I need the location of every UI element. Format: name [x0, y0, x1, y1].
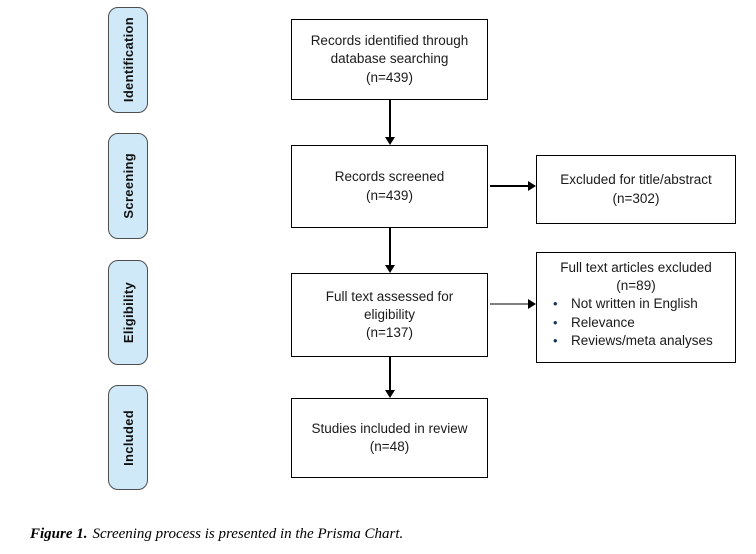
arrow-screened-to-excluded	[490, 185, 529, 187]
excluded-title-abstract-box: Excluded for title/abstract (n=302)	[536, 155, 736, 224]
arrowhead-down-icon	[385, 390, 395, 398]
bullet-icon: •	[553, 314, 558, 330]
arrow-fulltext-to-included	[389, 357, 391, 391]
figure-caption-text: Screening process is presented in the Pr…	[92, 526, 404, 542]
arrow-fulltext-to-excluded	[490, 303, 529, 305]
exclusion-reason-item: • Relevance	[551, 314, 735, 332]
exclusion-reason-item: • Reviews/meta analyses	[551, 332, 735, 350]
arrowhead-down-icon	[385, 265, 395, 273]
records-screened-text: Records screened (n=439)	[334, 169, 445, 203]
stage-label-included-text: Included	[120, 409, 136, 466]
exclusion-reason-text: Reviews/meta analyses	[571, 332, 713, 348]
stage-label-identification: Identification	[108, 7, 148, 113]
stage-label-included: Included	[108, 385, 148, 490]
figure-caption-label: Figure 1.	[30, 526, 88, 542]
exclusion-reason-text: Relevance	[571, 314, 635, 330]
full-text-excluded-count: (n=89)	[616, 278, 656, 294]
arrow-identified-to-screened	[389, 100, 391, 138]
exclusion-reason-text: Not written in English	[571, 296, 698, 312]
studies-included-box: Studies included in review (n=48)	[291, 398, 488, 478]
full-text-assessed-box: Full text assessed for eligibility (n=13…	[291, 273, 488, 357]
full-text-assessed-text: Full text assessed for eligibility (n=13…	[325, 288, 454, 341]
stage-label-eligibility: Eligibility	[108, 260, 148, 365]
records-identified-box: Records identified through database sear…	[291, 19, 488, 100]
stage-label-screening: Screening	[108, 133, 148, 239]
records-identified-text: Records identified through database sear…	[310, 33, 469, 85]
stage-label-screening-text: Screening	[120, 153, 136, 219]
arrowhead-right-icon	[528, 181, 536, 191]
arrowhead-right-icon	[528, 299, 536, 309]
exclusion-reason-item: • Not written in English	[551, 295, 735, 313]
full-text-excluded-title: Full text articles excluded	[560, 260, 712, 275]
figure-caption: Figure 1.Screening process is presented …	[30, 526, 403, 543]
arrow-screened-to-fulltext	[389, 228, 391, 266]
stage-label-eligibility-text: Eligibility	[120, 281, 136, 344]
records-screened-box: Records screened (n=439)	[291, 145, 488, 228]
excluded-title-abstract-text: Excluded for title/abstract (n=302)	[560, 172, 712, 206]
studies-included-text: Studies included in review (n=48)	[311, 420, 468, 454]
stage-label-identification-text: Identification	[120, 17, 136, 103]
full-text-excluded-box: Full text articles excluded (n=89) • Not…	[536, 252, 736, 363]
arrowhead-down-icon	[385, 137, 395, 145]
full-text-excluded-reason-list: • Not written in English • Relevance • R…	[537, 295, 735, 350]
bullet-icon: •	[553, 296, 558, 312]
bullet-icon: •	[553, 332, 558, 348]
